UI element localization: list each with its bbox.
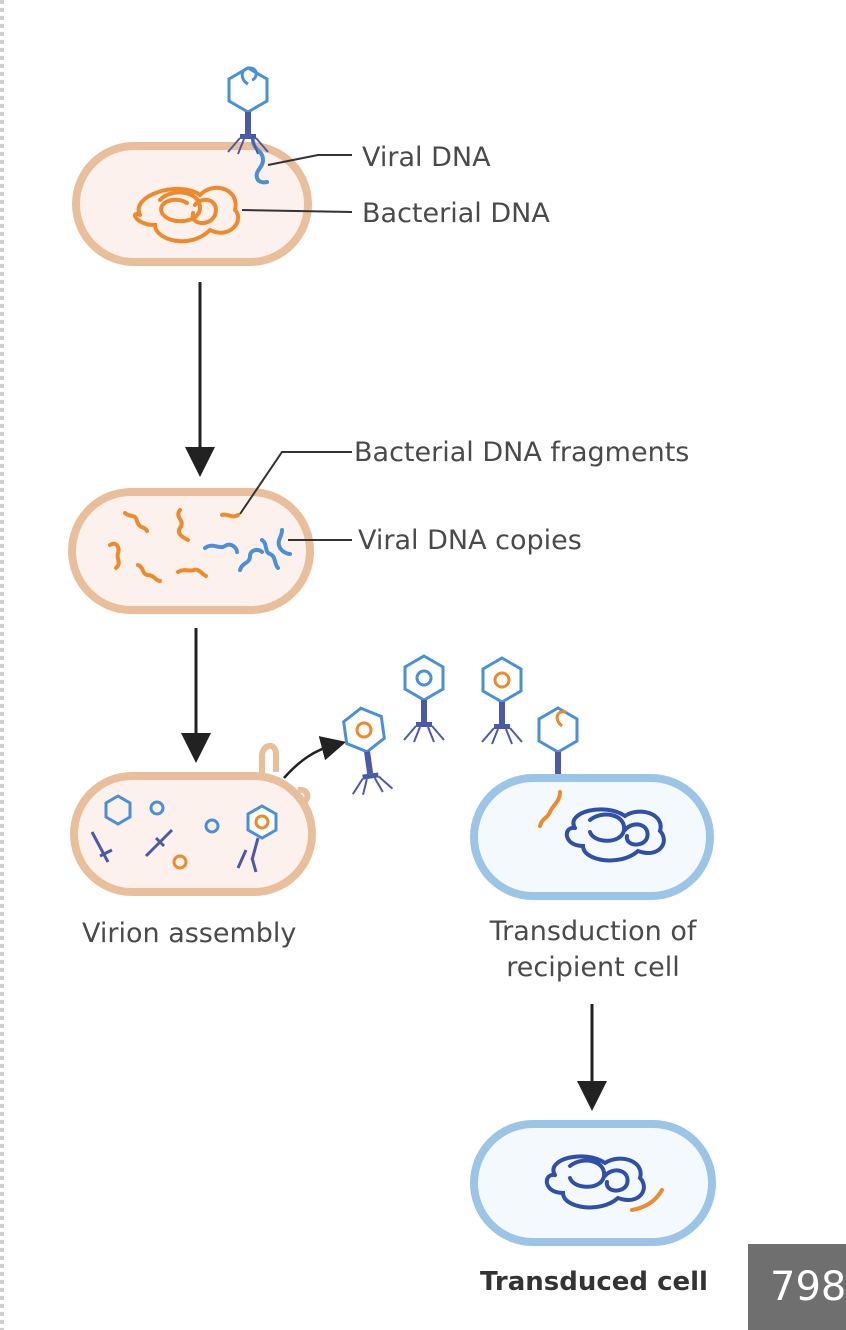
transduction-label-line1: Transduction of [489, 916, 698, 947]
replicating-donor-cell [68, 488, 314, 614]
released-phage-3-icon [480, 656, 524, 746]
transduction-label-line2: recipient cell [506, 952, 679, 983]
bacterial-dna-label: Bacterial DNA [362, 198, 550, 229]
empty-capsid-icon [104, 794, 132, 826]
virion-assembly-cell [70, 743, 316, 896]
integrated-bacterial-dna-icon [630, 1188, 664, 1212]
assembled-phage-icon [246, 804, 278, 840]
transduced-cell-label: Transduced cell [480, 1267, 708, 1297]
viral-dna-leader-line [267, 154, 352, 166]
injected-viral-dna-icon [251, 138, 269, 185]
phage-tail-icon [90, 831, 113, 863]
recipient-cell [470, 774, 714, 900]
viral-dna-circle-icon-2 [204, 818, 220, 834]
bacterial-dna-leader-line [241, 209, 353, 213]
transduced-cell [470, 1120, 716, 1246]
infected-donor-cell [72, 138, 312, 266]
left-dashed-border [0, 0, 4, 1330]
viral-dna-circle-icon [149, 800, 165, 816]
release-arrow [283, 736, 347, 779]
bacterial-dna-fragments-leader-line [239, 451, 352, 515]
released-phage-1-icon [339, 703, 395, 798]
released-phages [339, 654, 524, 798]
injected-bacterial-dna-icon [538, 790, 562, 828]
viral-dna-label: Viral DNA [362, 142, 491, 173]
viral-dna-copies-label: Viral DNA copies [358, 525, 582, 556]
transduced-chromosome-icon [544, 1154, 646, 1210]
phage-tail-icon-2 [144, 828, 174, 858]
bacterial-dna-circle-icon [172, 854, 188, 870]
bacterial-chromosome-icon [133, 185, 241, 244]
bacterial-dna-fragments-label: Bacterial DNA fragments [354, 437, 689, 468]
lysis-rupture-icon [259, 743, 311, 807]
page-number-badge: 798 [748, 1244, 846, 1330]
virion-assembly-label: Virion assembly [82, 918, 296, 949]
phage-viral-dna-icon [240, 66, 258, 86]
released-phage-2-icon [402, 654, 446, 744]
bacteriophage-icon [226, 66, 270, 156]
bacterial-dna-fragments-icon [108, 508, 240, 583]
viral-dna-copies-icon [203, 528, 292, 572]
recipient-chromosome-icon [564, 807, 666, 863]
